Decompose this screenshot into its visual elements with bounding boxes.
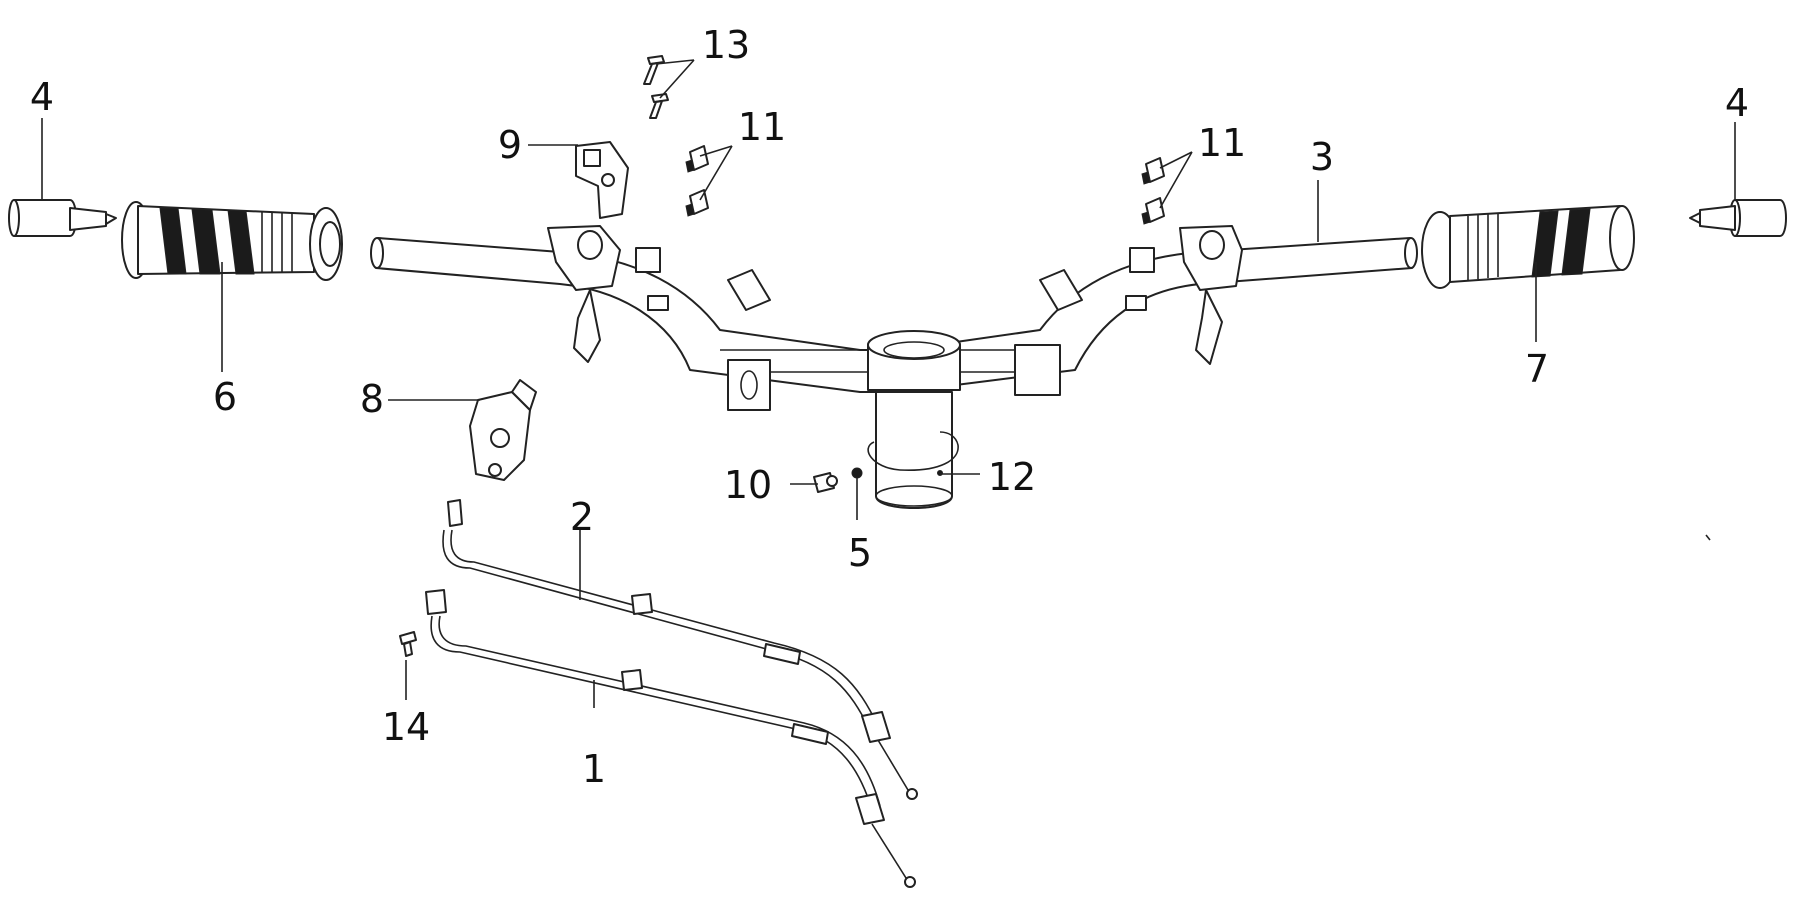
callout-5: 5	[848, 531, 872, 575]
callout-4-left: 4	[30, 75, 54, 119]
handlebar	[370, 225, 1418, 509]
bar-end-right	[1689, 199, 1787, 237]
callout-14: 14	[382, 705, 430, 749]
screw-11-right-a	[1141, 157, 1165, 185]
throttle-cable-2	[442, 499, 918, 800]
clamp-9	[575, 141, 629, 219]
callout-4-right: 4	[1725, 81, 1749, 125]
callout-13: 13	[702, 23, 750, 67]
screw-11-left-a	[685, 145, 709, 173]
bolt-10	[813, 472, 838, 493]
callout-10: 10	[724, 463, 772, 507]
callout-7: 7	[1525, 347, 1549, 391]
leader-lines	[41, 59, 1736, 708]
callout-11-left: 11	[738, 105, 786, 149]
callout-6: 6	[213, 375, 237, 419]
callout-9: 9	[498, 123, 522, 167]
callout-1: 1	[582, 747, 606, 791]
screw-11-left-b	[685, 189, 709, 217]
callout-labels: 1 2 3 4 4 5 6 7 8 9 10 11 11 12 13 14	[30, 23, 1749, 791]
screw-13-bottom	[649, 93, 669, 119]
throttle-cable-1	[425, 589, 916, 888]
callout-12: 12	[988, 455, 1036, 499]
throttle-grip	[121, 201, 343, 281]
screw-14	[399, 631, 417, 657]
screw-11-right-b	[1141, 197, 1165, 225]
left-grip	[1421, 205, 1635, 289]
bar-end-left	[8, 199, 117, 237]
callout-2: 2	[570, 495, 594, 539]
washer-5	[851, 467, 863, 479]
callout-3: 3	[1310, 135, 1334, 179]
lever-clamp-8	[469, 379, 537, 481]
callout-11-right: 11	[1198, 121, 1246, 165]
callout-8: 8	[360, 377, 384, 421]
screw-13-top	[643, 55, 665, 85]
